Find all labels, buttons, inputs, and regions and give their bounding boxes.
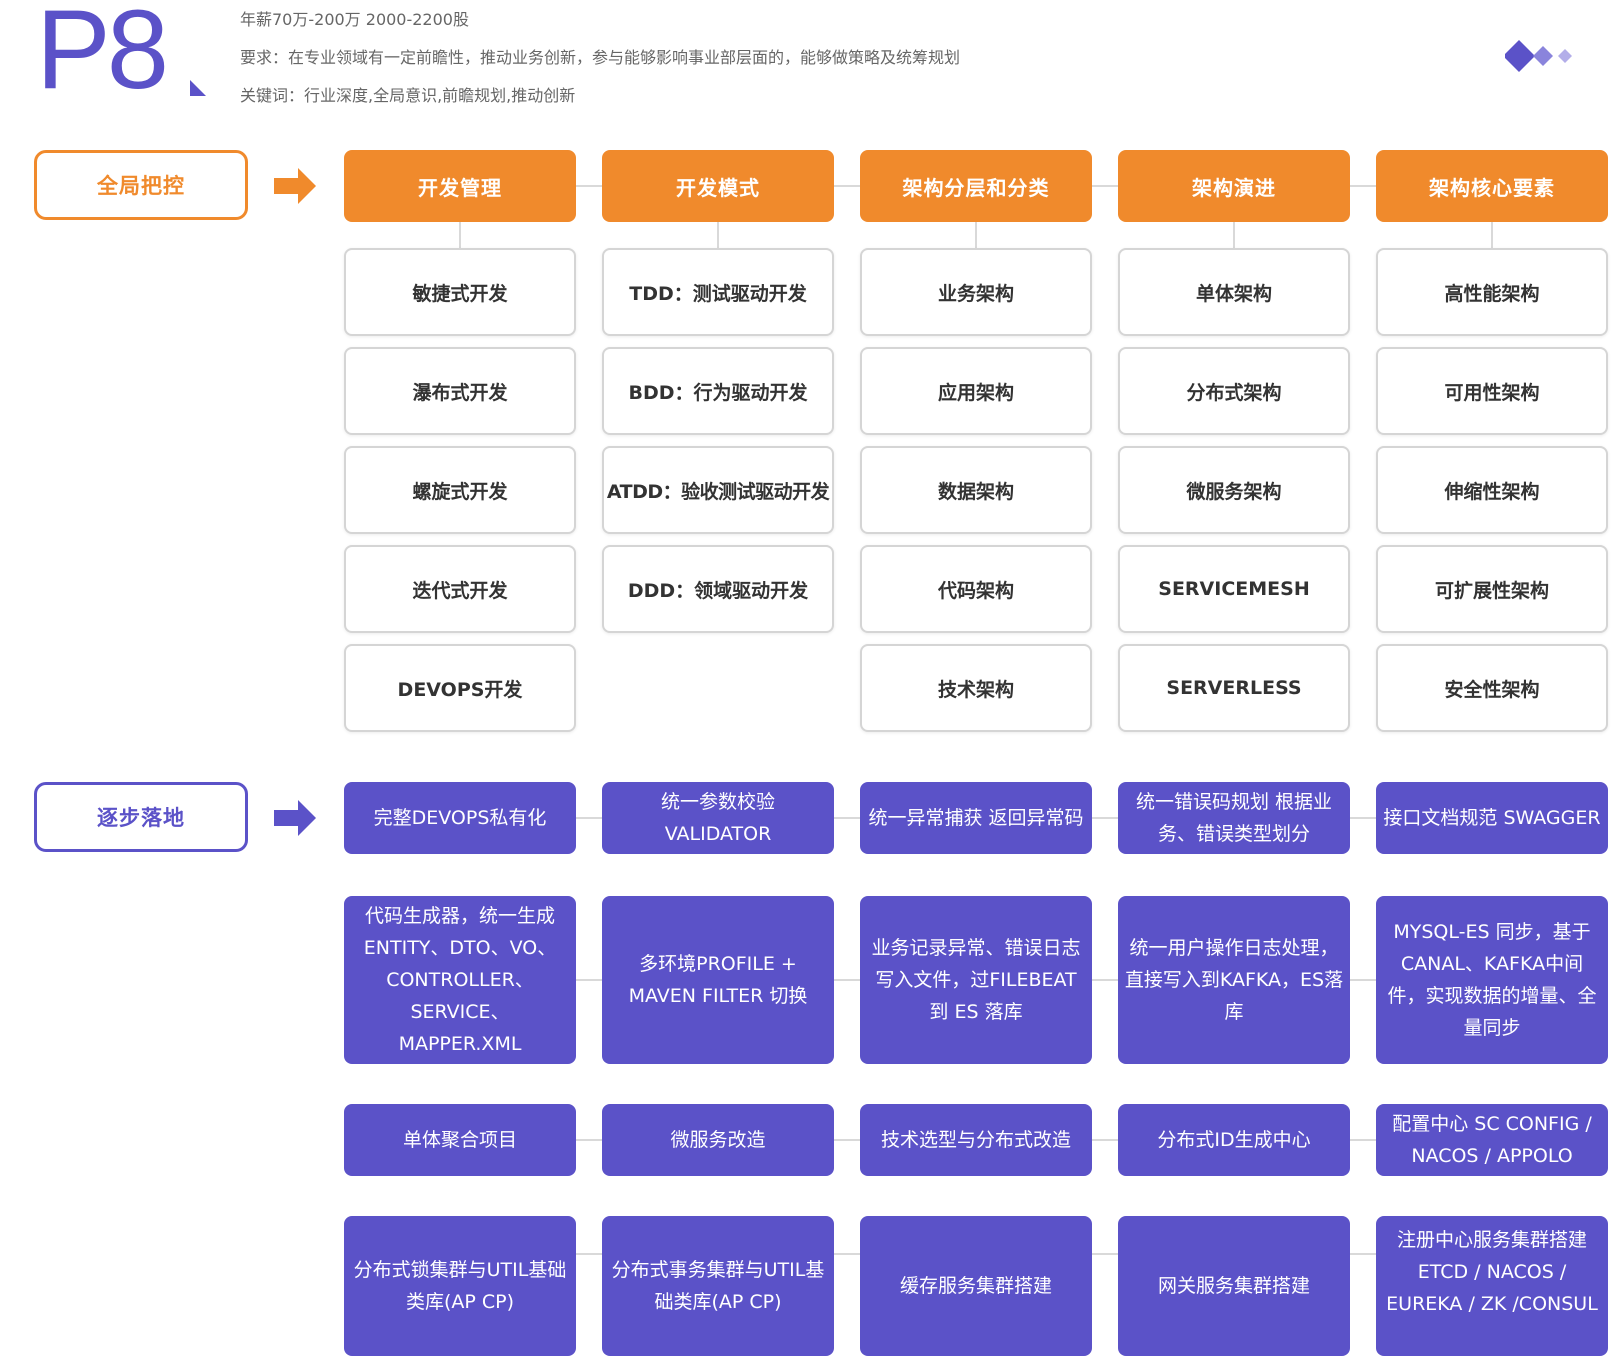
right-arrow-icon xyxy=(274,168,316,204)
category-dev-management: 开发管理 xyxy=(344,150,576,222)
item-box: 迭代式开发 xyxy=(344,545,576,633)
task-box: 完整DEVOPS私有化 xyxy=(344,782,576,854)
item-box: TDD：测试驱动开发 xyxy=(602,248,834,336)
task-box: 分布式事务集群与UTIL基础类库(AP CP) xyxy=(602,1216,834,1356)
connector-line xyxy=(717,220,719,250)
level-title: P8 xyxy=(36,0,169,112)
task-box: 分布式锁集群与UTIL基础类库(AP CP) xyxy=(344,1216,576,1356)
task-box: 多环境PROFILE + MAVEN FILTER 切换 xyxy=(602,896,834,1064)
task-box: 统一异常捕获 返回异常码 xyxy=(860,782,1092,854)
task-box: 统一用户操作日志处理，直接写入到KAFKA，ES落库 xyxy=(1118,896,1350,1064)
item-box: 伸缩性架构 xyxy=(1376,446,1608,534)
task-box: 技术选型与分布式改造 xyxy=(860,1104,1092,1176)
category-arch-core: 架构核心要素 xyxy=(1376,150,1608,222)
task-box: 缓存服务集群搭建 xyxy=(860,1216,1092,1356)
item-box: SERVERLESS xyxy=(1118,644,1350,732)
item-box: 分布式架构 xyxy=(1118,347,1350,435)
category-dev-mode: 开发模式 xyxy=(602,150,834,222)
connector-line xyxy=(459,220,461,250)
item-box: 瀑布式开发 xyxy=(344,347,576,435)
connector-line xyxy=(975,220,977,250)
task-box: 接口文档规范 SWAGGER xyxy=(1376,782,1608,854)
right-arrow-icon xyxy=(274,800,316,836)
item-box: BDD：行为驱动开发 xyxy=(602,347,834,435)
task-box: 单体聚合项目 xyxy=(344,1104,576,1176)
requirement-line: 要求：在专业领域有一定前瞻性，推动业务创新，参与能够影响事业部层面的，能够做策略… xyxy=(240,48,961,67)
task-box: 注册中心服务集群搭建 ETCD / NACOS / EUREKA / ZK /C… xyxy=(1376,1216,1608,1356)
category-arch-layers: 架构分层和分类 xyxy=(860,150,1092,222)
task-box: 代码生成器，统一生成ENTITY、DTO、VO、CONTROLLER、SERVI… xyxy=(344,896,576,1064)
task-box: 统一参数校验 VALIDATOR xyxy=(602,782,834,854)
item-box: 微服务架构 xyxy=(1118,446,1350,534)
item-box: 单体架构 xyxy=(1118,248,1350,336)
task-box: 分布式ID生成中心 xyxy=(1118,1104,1350,1176)
item-box: DDD：领域驱动开发 xyxy=(602,545,834,633)
item-box: 可扩展性架构 xyxy=(1376,545,1608,633)
item-box: 代码架构 xyxy=(860,545,1092,633)
connector-line xyxy=(1233,220,1235,250)
item-box: SERVICEMESH xyxy=(1118,545,1350,633)
item-box: ATDD：验收测试驱动开发 xyxy=(602,446,834,534)
item-box: 应用架构 xyxy=(860,347,1092,435)
keywords-line: 关键词：行业深度,全局意识,前瞻规划,推动创新 xyxy=(240,86,576,105)
item-box: 数据架构 xyxy=(860,446,1092,534)
item-box: 可用性架构 xyxy=(1376,347,1608,435)
global-control-label: 全局把控 xyxy=(34,150,248,220)
item-box: 高性能架构 xyxy=(1376,248,1608,336)
task-box: 统一错误码规划 根据业务、错误类型划分 xyxy=(1118,782,1350,854)
step-by-step-label: 逐步落地 xyxy=(34,782,248,852)
task-box: 业务记录异常、错误日志写入文件，过FILEBEAT 到 ES 落库 xyxy=(860,896,1092,1064)
item-box: DEVOPS开发 xyxy=(344,644,576,732)
task-box: MYSQL-ES 同步，基于CANAL、KAFKA中间件，实现数据的增量、全量同… xyxy=(1376,896,1608,1064)
item-box: 安全性架构 xyxy=(1376,644,1608,732)
task-box: 微服务改造 xyxy=(602,1104,834,1176)
item-box: 敏捷式开发 xyxy=(344,248,576,336)
task-box: 网关服务集群搭建 xyxy=(1118,1216,1350,1356)
corner-arrow-icon xyxy=(190,80,206,96)
diamonds-decoration-icon xyxy=(1505,40,1572,72)
item-box: 业务架构 xyxy=(860,248,1092,336)
task-box: 配置中心 SC CONFIG / NACOS / APPOLO xyxy=(1376,1104,1608,1176)
item-box: 技术架构 xyxy=(860,644,1092,732)
salary-line: 年薪70万-200万 2000-2200股 xyxy=(240,10,469,29)
connector-line xyxy=(1491,220,1493,250)
item-box: 螺旋式开发 xyxy=(344,446,576,534)
category-arch-evolution: 架构演进 xyxy=(1118,150,1350,222)
